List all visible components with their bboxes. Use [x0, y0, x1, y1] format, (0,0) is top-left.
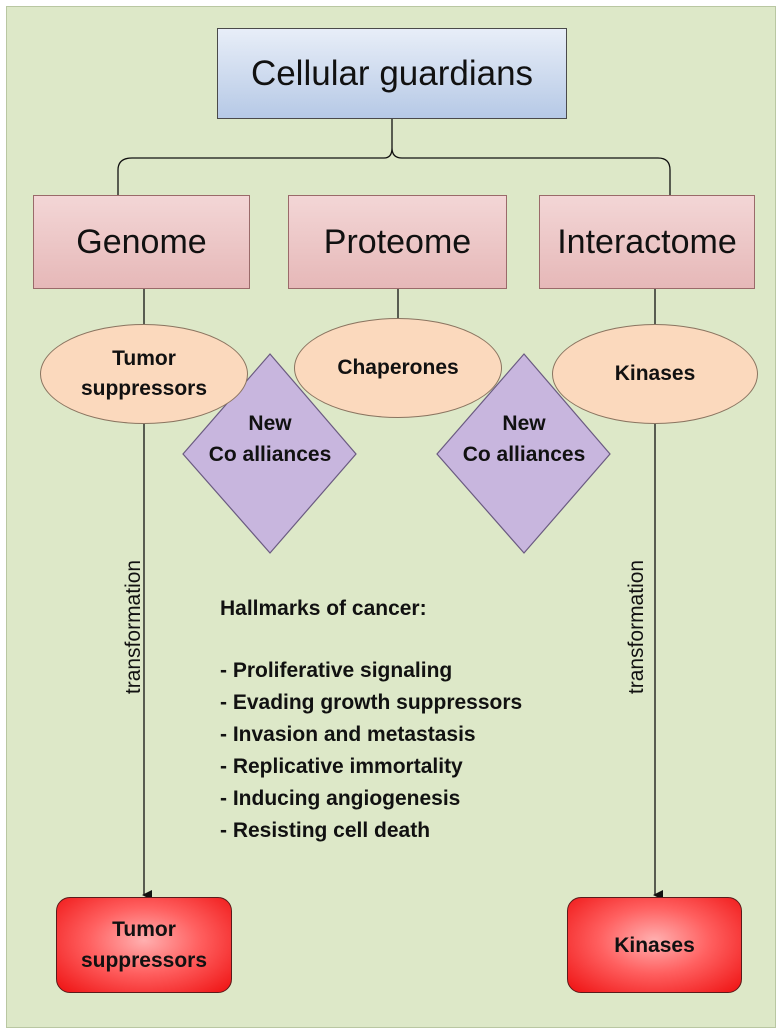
hallmark-item: - Resisting cell death — [220, 819, 431, 842]
hallmark-item: - Replicative immortality — [220, 755, 463, 778]
interactome-label: Interactome — [557, 222, 737, 261]
kinases-label: Kinases — [614, 362, 696, 385]
kinases-ellipse: Kinases — [552, 324, 758, 424]
outcome-left-line-1: Tumor — [112, 918, 176, 941]
diagram-background — [6, 6, 776, 1028]
brace-connector — [117, 119, 671, 195]
alliance-right-line-2: Co alliances — [462, 443, 586, 466]
kinases-outcome-box: Kinases — [567, 897, 742, 993]
cellular-guardians-box: Cellular guardians — [217, 28, 567, 119]
tumor-suppressors-line-1: Tumor — [112, 347, 176, 370]
hallmark-item: - Inducing angiogenesis — [220, 787, 461, 810]
hallmark-item: - Evading growth suppressors — [220, 691, 523, 714]
genome-box: Genome — [33, 195, 250, 289]
hallmark-item: - Proliferative signaling — [220, 659, 453, 682]
tumor-suppressors-ellipse: Tumor suppressors — [40, 324, 248, 424]
alliance-diamond-right — [436, 353, 611, 554]
alliance-left-text: New Co alliances — [183, 408, 357, 470]
transformation-label-left: transformation — [122, 559, 145, 695]
hallmarks-title: Hallmarks of cancer: — [220, 597, 427, 620]
outcome-left-line-2: suppressors — [80, 949, 208, 972]
interactome-box: Interactome — [539, 195, 755, 289]
alliance-right-line-1: New — [502, 412, 546, 435]
hallmark-item: - Invasion and metastasis — [220, 723, 476, 746]
genome-label: Genome — [76, 222, 207, 261]
alliance-left-line-1: New — [248, 412, 292, 435]
chaperones-ellipse: Chaperones — [294, 318, 502, 418]
alliance-diamond-left — [182, 353, 357, 554]
outcome-right-label: Kinases — [614, 933, 695, 957]
transformation-label-right: transformation — [625, 559, 648, 695]
alliance-right-text: New Co alliances — [437, 408, 611, 470]
tumor-suppressors-outcome-box: Tumor suppressors — [56, 897, 232, 993]
hallmarks-of-cancer: Hallmarks of cancer: - Proliferative sig… — [220, 594, 522, 847]
chaperones-label: Chaperones — [337, 356, 459, 379]
title-text: Cellular guardians — [250, 53, 534, 93]
proteome-box: Proteome — [288, 195, 507, 289]
alliance-left-line-2: Co alliances — [208, 443, 332, 466]
proteome-label: Proteome — [323, 222, 472, 261]
tumor-suppressors-line-2: suppressors — [80, 377, 208, 400]
